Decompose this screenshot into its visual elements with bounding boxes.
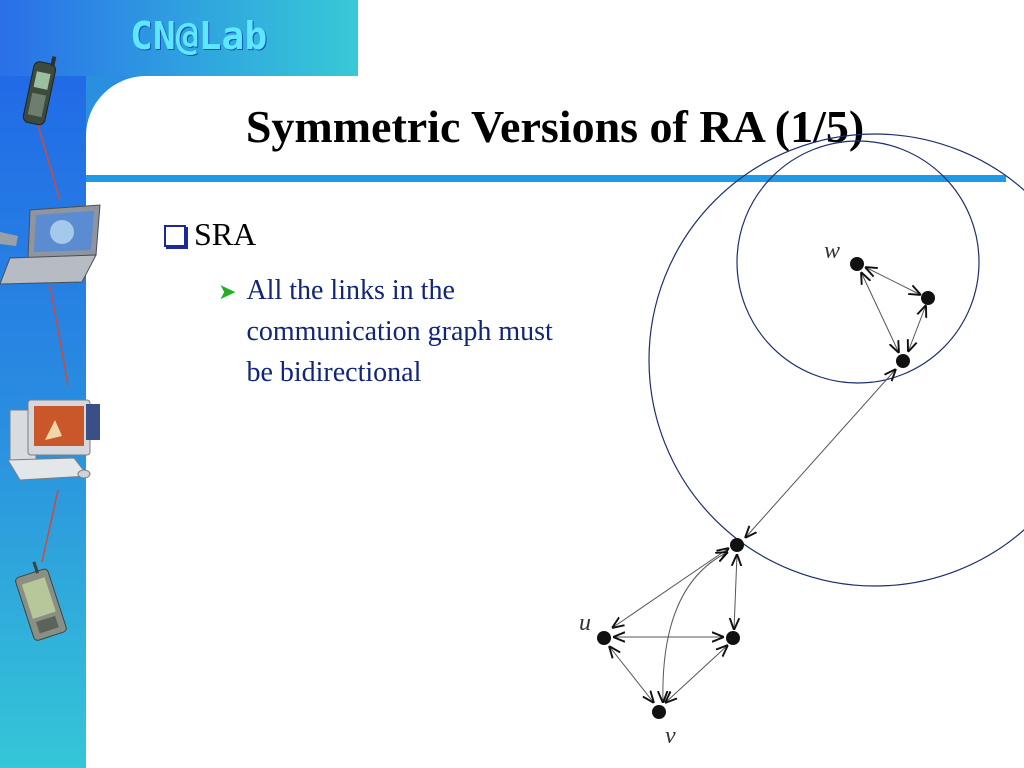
network-link-line bbox=[37, 124, 61, 201]
bullet-level-2-text: All the links in the communication graph… bbox=[246, 275, 553, 388]
mobile-phone-icon bbox=[22, 56, 57, 126]
header-gradient bbox=[0, 0, 358, 76]
graph-node-v bbox=[652, 705, 666, 719]
network-link-line bbox=[49, 284, 69, 386]
graph-node bbox=[921, 291, 935, 305]
node-label-w: w bbox=[824, 238, 840, 264]
large-range-circle bbox=[648, 133, 1024, 587]
sidebar-devices bbox=[0, 56, 101, 641]
node-label-u: u bbox=[579, 610, 591, 636]
pda-icon bbox=[15, 561, 67, 641]
edge-d-v bbox=[665, 645, 728, 703]
edge-u-v bbox=[609, 646, 654, 703]
bullet-level-1: SRA bbox=[164, 216, 256, 253]
graph-node bbox=[730, 538, 744, 552]
arrow-bullet-icon: ➤ bbox=[218, 280, 237, 305]
slide-title: Symmetric Versions of RA (1/5) bbox=[245, 101, 865, 152]
bullet-level-1-text: SRA bbox=[194, 216, 257, 252]
edge-w-a bbox=[865, 267, 921, 295]
graph-node-w bbox=[850, 257, 864, 271]
network-link-line bbox=[41, 489, 59, 563]
graph-node-u bbox=[597, 631, 611, 645]
title-divider bbox=[86, 175, 1006, 182]
edge-c-d bbox=[734, 554, 737, 630]
logo-text: CN@Lab bbox=[130, 14, 268, 58]
sidebar-gradient bbox=[0, 0, 86, 768]
checkbox-bullet-icon bbox=[164, 224, 186, 247]
graph-node bbox=[726, 631, 740, 645]
graph-node bbox=[896, 354, 910, 368]
node-label-v: v bbox=[665, 723, 676, 749]
edge-b-c bbox=[745, 369, 896, 538]
edge-v-c bbox=[663, 552, 728, 703]
bullet-level-2: ➤ All the links in the communication gra… bbox=[218, 270, 578, 393]
edge-a-b bbox=[908, 305, 926, 352]
desktop-computer-icon bbox=[7, 399, 100, 481]
edge-w-b bbox=[861, 272, 899, 353]
edge-c-u bbox=[612, 548, 729, 628]
laptop-icon bbox=[0, 204, 101, 285]
